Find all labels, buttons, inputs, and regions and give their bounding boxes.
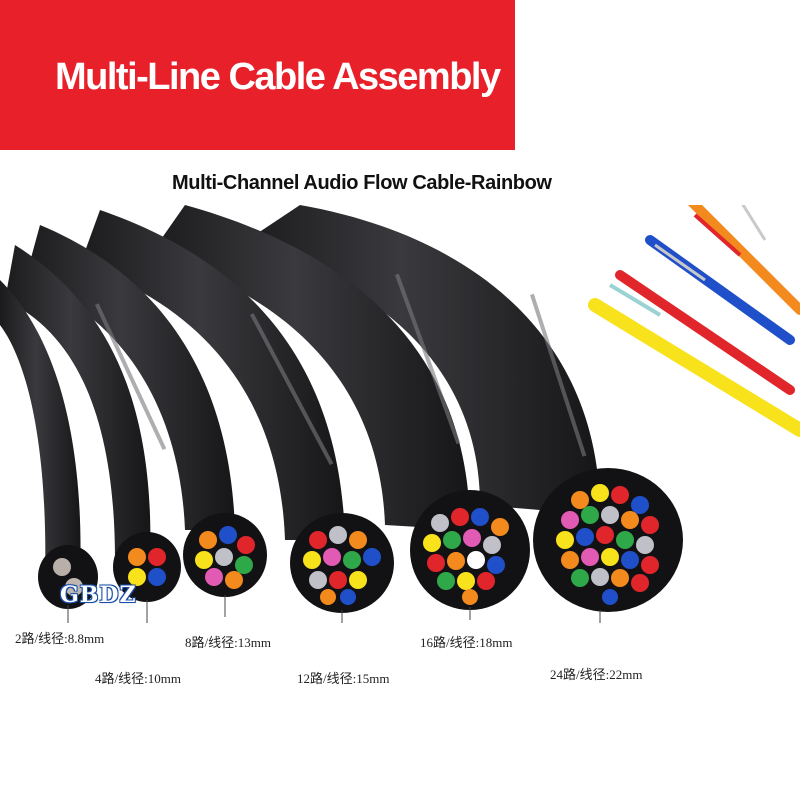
cable-label-24: 24路/线径:22mm xyxy=(550,667,643,682)
wire-bundle-8 xyxy=(195,526,255,589)
cable-body-24 xyxy=(240,205,600,515)
cable-body-12 xyxy=(80,210,345,540)
wire-bundle-4 xyxy=(128,548,166,586)
cable-label-2: 2路/线径:8.8mm xyxy=(15,631,105,646)
subtitle: Multi-Channel Audio Flow Cable-Rainbow xyxy=(172,172,552,194)
cable-label-4: 4路/线径:10mm xyxy=(95,671,181,686)
cable-photo xyxy=(0,205,800,623)
cable-label-12: 12路/线径:15mm xyxy=(297,671,390,686)
banner-title: Multi-Line Cable Assembly xyxy=(55,56,501,98)
leader-lines xyxy=(67,595,601,623)
title-banner: Multi-Line Cable Assembly xyxy=(0,0,515,150)
cable-body-2 xyxy=(0,280,81,580)
gbdz-logo: GBDZ xyxy=(60,582,137,608)
colored-wires xyxy=(588,205,800,437)
wire-bundle-2 xyxy=(53,558,83,596)
cable-end-2 xyxy=(38,545,98,609)
cable-end-4 xyxy=(113,532,181,602)
cable-label-8: 8路/线径:13mm xyxy=(185,635,271,650)
wire-bundle-16 xyxy=(423,508,509,605)
cable-label-16: 16路/线径:18mm xyxy=(420,635,513,650)
wire-bundle-12 xyxy=(303,526,381,605)
cable-body-16 xyxy=(150,205,470,530)
wire-bundle-24 xyxy=(556,484,659,605)
cable-body-4 xyxy=(5,245,151,560)
